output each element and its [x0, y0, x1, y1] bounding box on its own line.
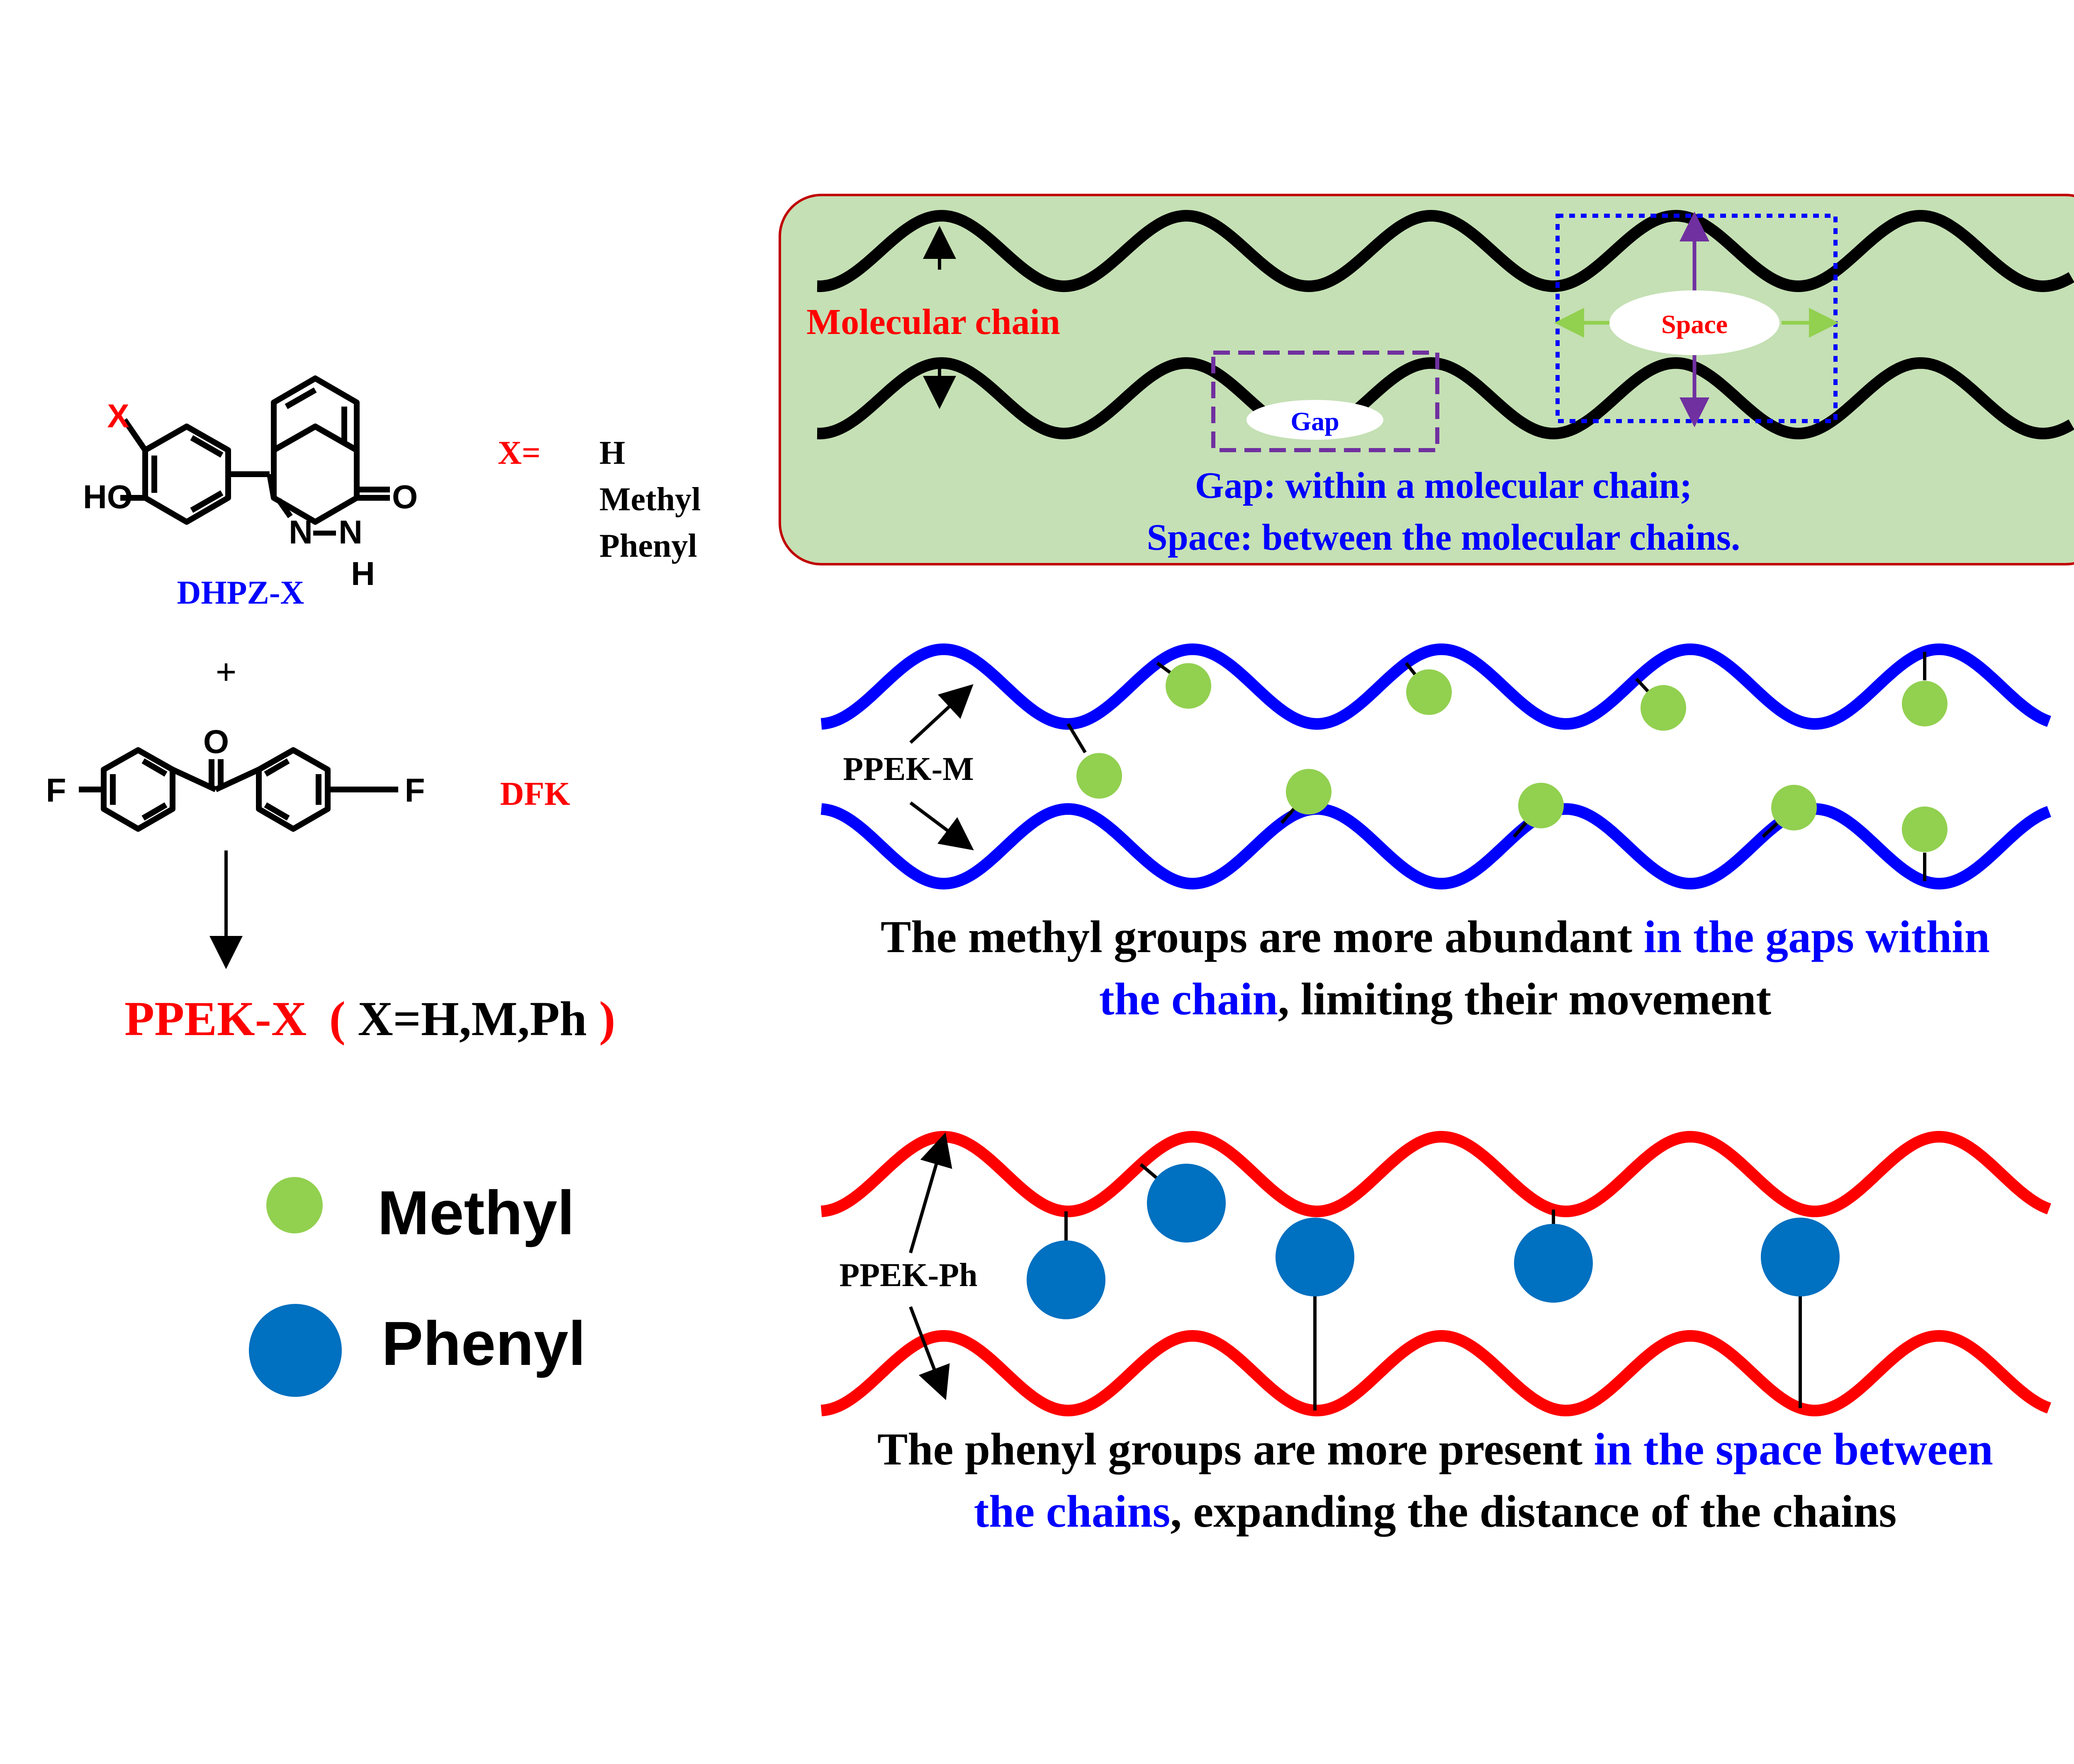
methyl-dot: [1406, 669, 1452, 715]
ppek-m-arrow-up: [909, 684, 974, 744]
methyl-caption-line2: the chain, limiting their movement: [1099, 974, 1772, 1024]
methyl-dot: [1641, 685, 1686, 731]
product-open-paren: (: [329, 992, 346, 1046]
phenyl-caption-l1-blue: in the space between: [1594, 1424, 1993, 1474]
legend-phenyl-label: Phenyl: [382, 1308, 586, 1378]
phenyl-chain-upper: [820, 1131, 2051, 1218]
ppek-ph-arrow-down: [909, 1306, 950, 1400]
product-prefix: PPEK-X: [124, 992, 307, 1046]
phenyl-dot: [1276, 1218, 1354, 1296]
methyl-caption-l1-black: The methyl groups are more abundant: [881, 911, 1644, 962]
space-ellipse: [1609, 290, 1779, 355]
dfk-structure: [79, 747, 398, 832]
methyl-caption-line1: The methyl groups are more abundant in t…: [881, 911, 1990, 962]
phenyl-caption-l2-black: , expanding the distance of the chains: [1170, 1486, 1896, 1537]
dfk-f-left: F: [46, 772, 66, 809]
methyl-panel: PPEK-M The methyl groups are more abunda…: [820, 643, 2051, 1024]
phenyl-caption-l2-blue: the chains: [974, 1486, 1171, 1537]
x-option-h: H: [599, 435, 625, 471]
x-option-methyl: Methyl: [599, 481, 701, 518]
methyl-bond: [1762, 819, 1781, 838]
product-inner: X=H,M,Ph: [358, 992, 587, 1046]
dfk-label: DFK: [500, 776, 570, 812]
product-close-paren: ): [599, 992, 615, 1046]
x-equals-label: X=: [498, 435, 540, 471]
phenyl-caption-line1: The phenyl groups are more present in th…: [877, 1424, 1993, 1474]
gap-box: [1211, 351, 1439, 452]
chain-concept-panel: Molecular chain Gap Space Gap: within a …: [779, 194, 2074, 565]
dhpz-x-structure: [120, 375, 360, 525]
phenyl-dot: [1147, 1164, 1226, 1243]
top-caption-line1: Gap: within a molecular chain;: [1195, 465, 1692, 506]
legend: Methyl Phenyl: [249, 1177, 586, 1397]
nh-h-label: H: [351, 555, 375, 592]
methyl-bond: [1066, 723, 1087, 753]
phenyl-dot: [1514, 1224, 1593, 1303]
ppek-m-label: PPEK-M: [843, 751, 974, 787]
phenyl-chain-lower: [820, 1330, 2051, 1417]
dfk-o-label: O: [203, 723, 229, 760]
product-label: PPEK-X ( X=H,M,Ph ): [124, 992, 616, 1046]
x-substituent-label: X: [107, 397, 129, 434]
ho-label: HO: [83, 478, 133, 515]
methyl-dot: [1902, 680, 1947, 726]
gap-ellipse: [1246, 400, 1383, 440]
methyl-caption-l2-black: , limiting their movement: [1278, 974, 1772, 1024]
phenyl-groups: [1027, 1163, 1840, 1411]
ppek-ph-label: PPEK-Ph: [839, 1257, 977, 1294]
methyl-caption-l2-blue: the chain: [1099, 974, 1278, 1024]
plus-sign: +: [215, 652, 236, 693]
legend-methyl-label: Methyl: [377, 1178, 574, 1247]
dhpz-x-label: DHPZ-X: [177, 575, 304, 611]
methyl-caption-l1-blue: in the gaps within: [1644, 911, 1990, 962]
top-caption-line2: Space: between the molecular chains.: [1147, 517, 1741, 558]
top-chain-lower: [817, 357, 2074, 440]
phenyl-dot: [1761, 1218, 1840, 1296]
methyl-chain-upper: [820, 643, 2051, 730]
nh-n-label: N: [338, 514, 363, 551]
methyl-dot: [1286, 769, 1332, 815]
legend-methyl-dot: [266, 1177, 323, 1233]
methyl-dot: [1166, 663, 1211, 709]
molecular-chain-label: Molecular chain: [806, 302, 1060, 342]
legend-phenyl-dot: [249, 1304, 342, 1397]
ppek-ph-arrow-up: [909, 1132, 952, 1254]
phenyl-caption-l1-black: The phenyl groups are more present: [877, 1424, 1594, 1474]
carbonyl-o-label: O: [392, 478, 418, 515]
phenyl-panel: PPEK-Ph The phenyl groups are more prese…: [820, 1131, 2051, 1537]
n-label: N: [289, 514, 313, 551]
gap-label: Gap: [1290, 407, 1339, 436]
methyl-chain-lower: [820, 803, 2051, 890]
phenyl-dot: [1027, 1240, 1105, 1319]
methyl-groups: [1066, 651, 1947, 882]
top-chain-upper: [817, 210, 2074, 292]
synthesis-scheme: X HO O N N H DHPZ-X X= H Methyl Phenyl +: [46, 375, 701, 1046]
dfk-f-right: F: [405, 772, 425, 809]
methyl-dot: [1902, 806, 1947, 853]
methyl-dot: [1076, 753, 1122, 799]
space-label: Space: [1661, 309, 1728, 339]
x-option-phenyl: Phenyl: [599, 528, 697, 564]
phenyl-caption-line2: the chains, expanding the distance of th…: [974, 1486, 1897, 1537]
panel-background: [779, 194, 2074, 565]
ppek-m-arrow-down: [909, 801, 974, 850]
methyl-dot: [1771, 785, 1817, 831]
dhpz-x-bonds: [228, 471, 390, 519]
methyl-dot: [1518, 782, 1564, 828]
